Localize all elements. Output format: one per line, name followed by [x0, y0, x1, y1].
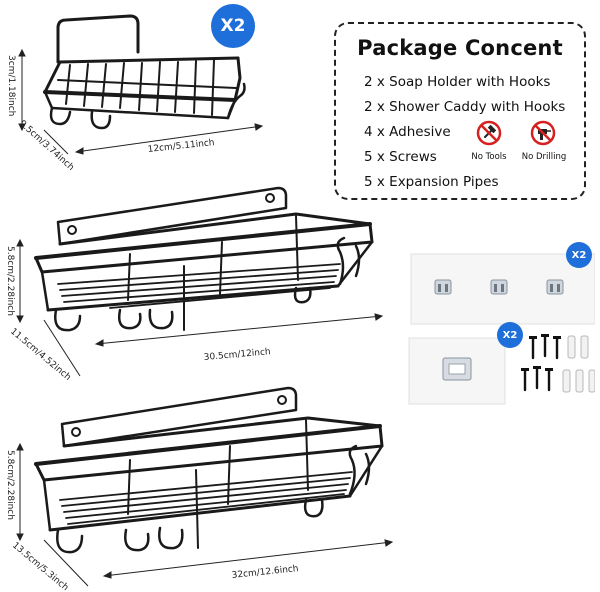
package-item: 4 x Adhesive	[364, 124, 451, 140]
package-item: 5 x Screws	[364, 149, 437, 165]
drill-prohibited-icon	[530, 120, 556, 146]
soap-depth-label: 9.5cm/3.74inch	[17, 119, 76, 173]
no-tools-label: No Tools	[471, 152, 507, 162]
soap-holder-illustration: 3cm/1.18inch 9.5cm/3.74inch 12cm/5.11inc…	[6, 14, 264, 173]
package-item: 2 x Soap Holder with Hooks	[364, 74, 551, 90]
caddy1-width-label: 30.5cm/12inch	[203, 347, 271, 363]
adhesive-and-screws-illustration	[408, 253, 595, 405]
plate-qty-badge: X2	[497, 322, 523, 348]
hammer-prohibited-icon	[476, 120, 502, 146]
package-item: 2 x Shower Caddy with Hooks	[364, 99, 566, 115]
adhesive-qty-badge: X2	[566, 242, 592, 268]
package-title: Package Concent	[357, 36, 563, 60]
caddy1-height-label: 5.8cm/2.28inch	[5, 246, 15, 316]
no-drilling-label: No Drilling	[521, 152, 567, 162]
caddy2-width-label: 32cm/12.6inch	[231, 564, 299, 581]
package-item: 5 x Expansion Pipes	[364, 174, 499, 190]
soap-height-label: 3cm/1.18inch	[6, 55, 16, 116]
shower-caddy-2-illustration: 5.8cm/2.28inch 13.5cm/5.3inch 32cm/12.6i…	[5, 386, 394, 592]
package-contents-box: Package Concent 2 x Soap Holder with Hoo…	[334, 22, 586, 200]
soap-holder-qty-badge: X2	[211, 4, 255, 48]
caddy2-height-label: 5.8cm/2.28inch	[5, 450, 15, 520]
shower-caddy-1-illustration: 5.8cm/2.28inch 11.5cm/4.52inch 30.5cm/12…	[5, 186, 384, 380]
caddy1-depth-label: 11.5cm/4.52inch	[8, 327, 72, 380]
